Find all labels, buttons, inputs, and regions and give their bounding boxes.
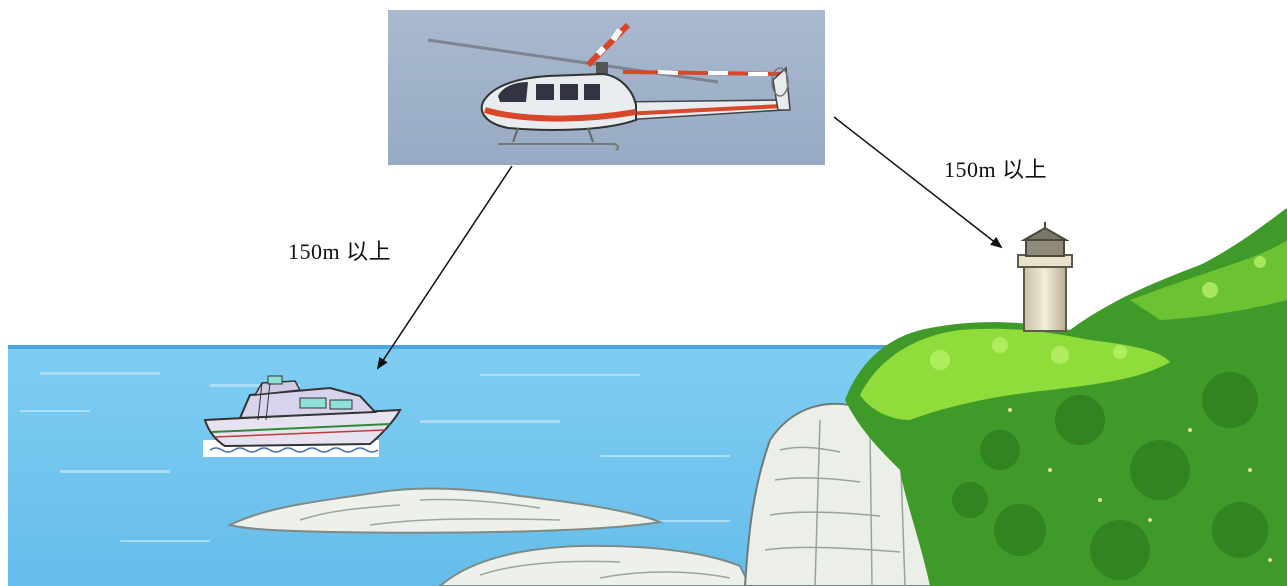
helicopter-photo	[388, 10, 825, 165]
distance-label-lighthouse: 150m 以上	[944, 152, 1047, 184]
distance-label-boat: 150m 以上	[288, 234, 391, 266]
helicopter-icon	[388, 10, 825, 165]
lighthouse-icon	[1018, 222, 1072, 331]
arrow-to-boat	[378, 166, 512, 368]
